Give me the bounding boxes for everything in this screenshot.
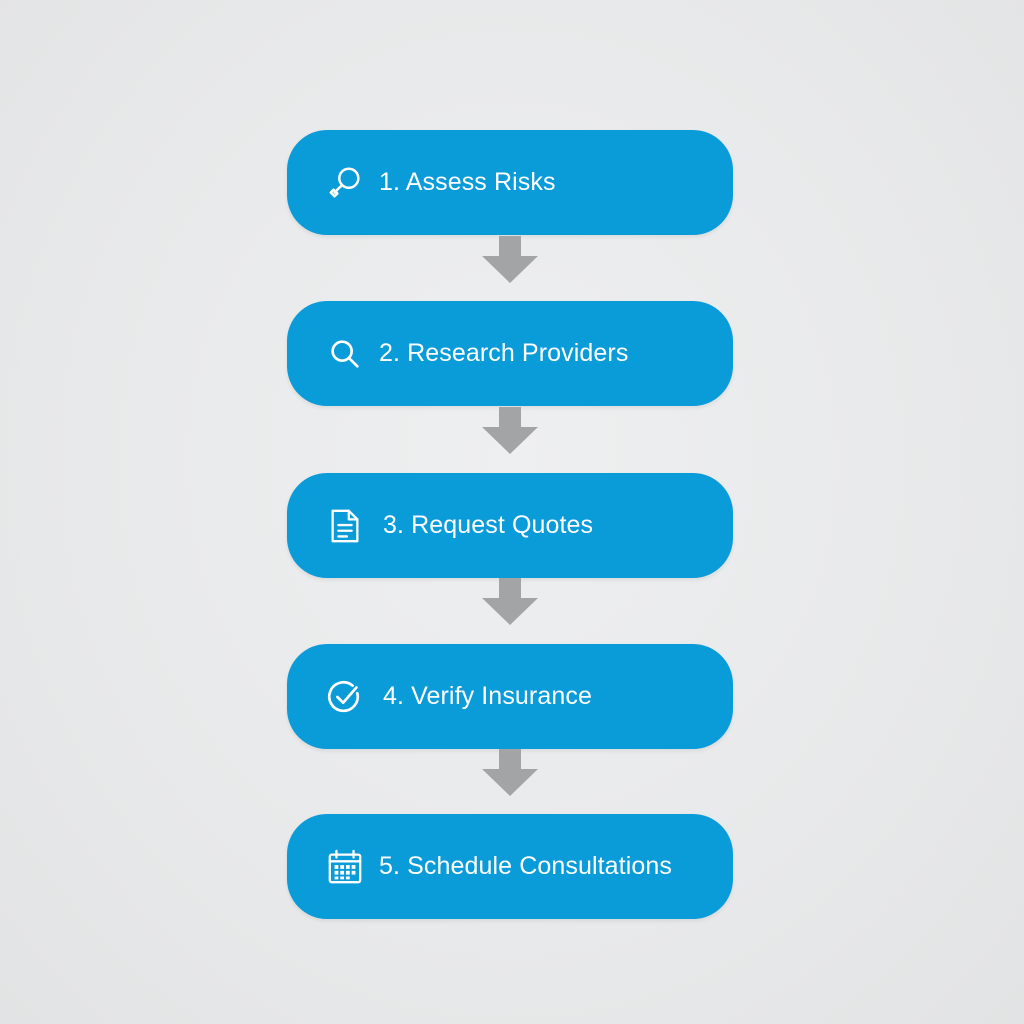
step-request-quotes: 3. Request Quotes bbox=[287, 473, 733, 578]
step-schedule-consultations: 5. Schedule Consultations bbox=[287, 814, 733, 919]
step-label: 2. Research Providers bbox=[379, 339, 629, 367]
document-icon bbox=[325, 506, 365, 546]
step-label: 5. Schedule Consultations bbox=[379, 852, 672, 880]
check-circle-icon bbox=[325, 677, 365, 717]
arrow-down-icon bbox=[479, 578, 541, 626]
step-label: 4. Verify Insurance bbox=[383, 682, 592, 710]
step-verify-insurance: 4. Verify Insurance bbox=[287, 644, 733, 749]
step-assess-risks: 1. Assess Risks bbox=[287, 130, 733, 235]
calendar-icon bbox=[325, 847, 365, 887]
step-research-providers: 2. Research Providers bbox=[287, 301, 733, 406]
arrow-down-icon bbox=[479, 749, 541, 797]
step-label: 1. Assess Risks bbox=[379, 168, 556, 196]
magnifier-handle-icon bbox=[325, 163, 365, 203]
arrow-down-icon bbox=[479, 236, 541, 284]
step-label: 3. Request Quotes bbox=[383, 511, 594, 539]
arrow-down-icon bbox=[479, 407, 541, 455]
search-icon bbox=[325, 334, 365, 374]
